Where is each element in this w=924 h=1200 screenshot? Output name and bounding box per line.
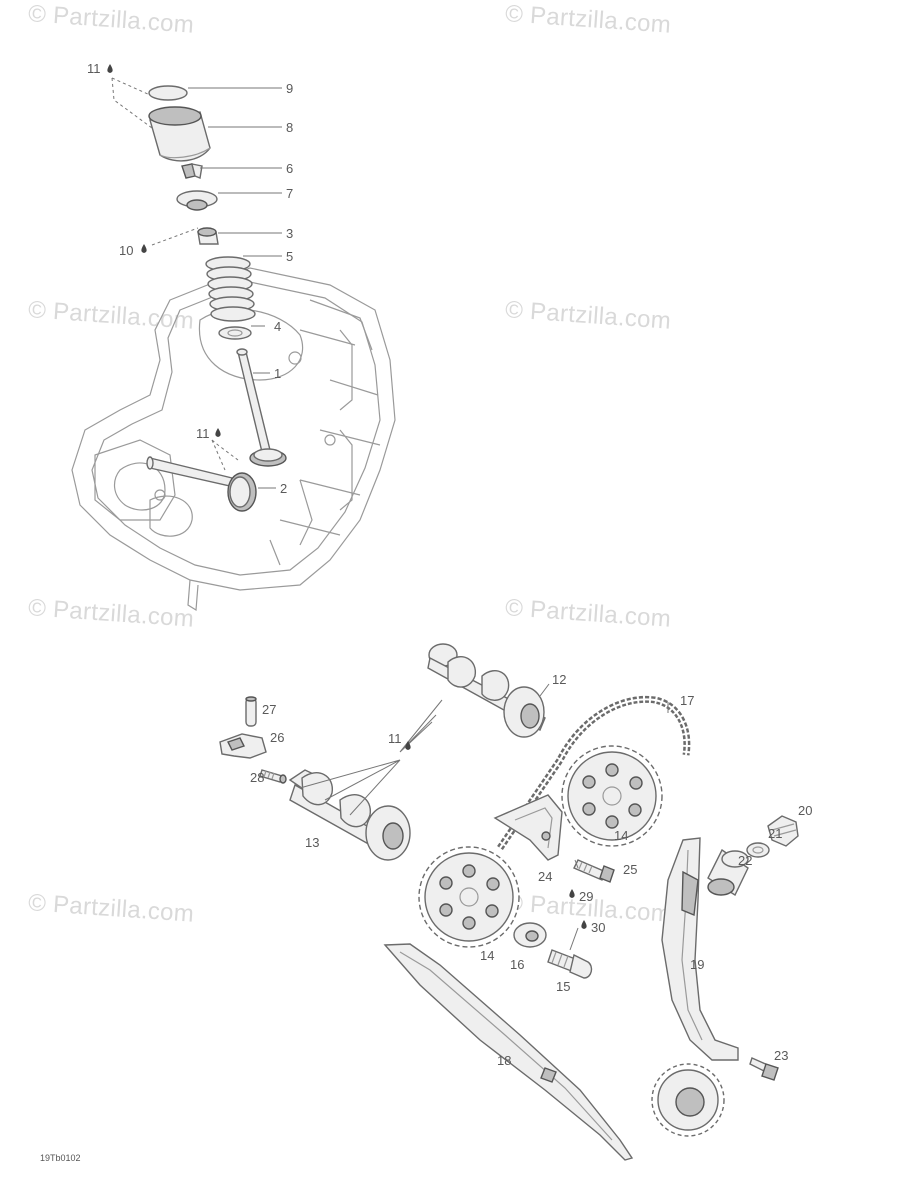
valve-2 [146, 456, 257, 512]
crankshaft-sprocket [651, 1063, 725, 1137]
camshaft-exhaust [427, 643, 546, 738]
callout-19: 19 [690, 957, 704, 972]
valve-keepers [181, 163, 203, 179]
callout-14: 14 [480, 948, 494, 963]
callout-17: 17 [680, 693, 694, 708]
guide-bolt [573, 859, 615, 883]
callout-11: 11 [388, 731, 402, 746]
callout-27: 27 [262, 702, 276, 717]
lubricant-icon [405, 741, 411, 750]
lubricant-icon [581, 920, 587, 929]
callout-15: 15 [556, 979, 570, 994]
sprocket-bolt [547, 949, 593, 979]
chain-guide-upper [493, 794, 563, 861]
lubricant-icon [215, 428, 221, 437]
callout-11: 11 [196, 426, 210, 441]
cam-sprocket-lower [418, 846, 520, 948]
lubricant-icon [107, 64, 113, 73]
spring-seat [218, 326, 252, 340]
cylinder-head [71, 267, 396, 612]
callout-14: 14 [614, 828, 628, 843]
valve-tappet [148, 106, 211, 162]
callout-11: 11 [87, 61, 101, 76]
callout-21: 21 [768, 826, 782, 841]
valve-1 [236, 348, 287, 467]
callout-28: 28 [250, 770, 264, 785]
callout-10: 10 [119, 243, 133, 258]
sensor-screw [259, 769, 287, 784]
valve-shim [148, 85, 188, 101]
callout-22: 22 [738, 853, 752, 868]
callout-25: 25 [623, 862, 637, 877]
callout-18: 18 [497, 1053, 511, 1068]
chain-guide-fixed [383, 943, 634, 1161]
callout-9: 9 [286, 81, 293, 96]
callout-7: 7 [286, 186, 293, 201]
drawing-code: 19Tb0102 [40, 1153, 81, 1163]
callout-29: 29 [579, 889, 593, 904]
callout-5: 5 [286, 249, 293, 264]
callout-2: 2 [280, 481, 287, 496]
callout-23: 23 [774, 1048, 788, 1063]
callout-13: 13 [305, 835, 319, 850]
callout-6: 6 [286, 161, 293, 176]
callout-1: 1 [274, 366, 281, 381]
sprocket-washer [513, 922, 547, 948]
tensioner-plunger [707, 848, 749, 897]
tensioner-bolt [749, 1057, 779, 1081]
timing-chain [497, 695, 691, 850]
callout-12: 12 [552, 672, 566, 687]
camshaft-intake [288, 769, 411, 861]
lubricant-icon [569, 889, 575, 898]
callout-8: 8 [286, 120, 293, 135]
callout-24: 24 [538, 869, 552, 884]
callout-4: 4 [274, 319, 281, 334]
callout-20: 20 [798, 803, 812, 818]
spring-retainer [176, 190, 218, 211]
callout-26: 26 [270, 730, 284, 745]
cam-sensor-bracket [219, 733, 267, 759]
callout-30: 30 [591, 920, 605, 935]
valve-spring [205, 256, 256, 322]
tensioner-plug [767, 815, 799, 847]
tensioner-spring [746, 842, 770, 858]
lubricant-icon [141, 244, 147, 253]
cam-sprocket-upper [561, 745, 663, 847]
valve-stem-seal [197, 227, 219, 245]
chain-tensioner-blade [661, 837, 739, 1061]
callout-16: 16 [510, 957, 524, 972]
callout-3: 3 [286, 226, 293, 241]
dowel-pin [245, 696, 257, 727]
